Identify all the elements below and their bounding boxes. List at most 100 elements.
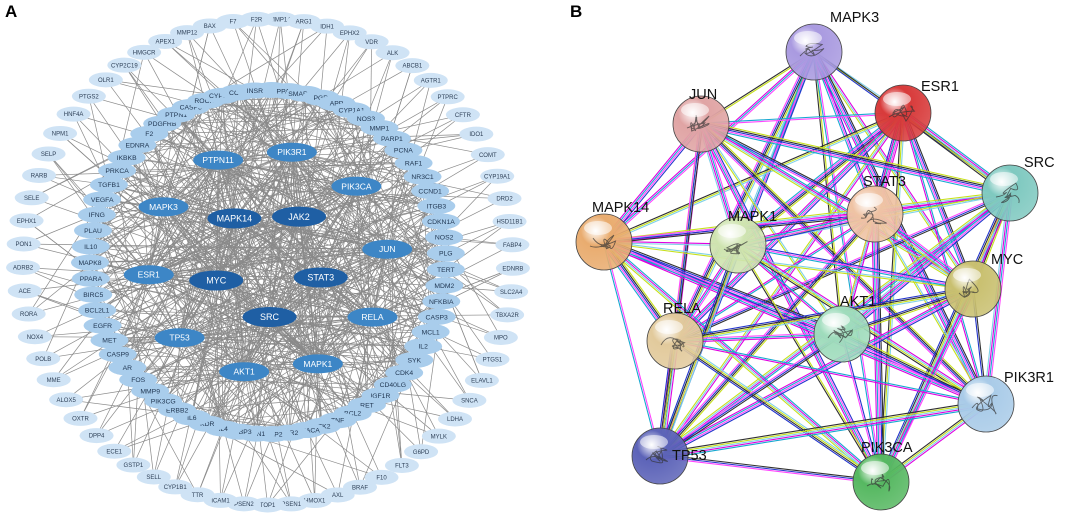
network-a-node-insr: INSR <box>236 82 274 98</box>
network-a-node-plau: PLAU <box>74 223 112 239</box>
svg-text:VDR: VDR <box>365 40 378 46</box>
network-b-node-jun: JUN <box>673 87 729 152</box>
network-a-node-ppara: PPARA <box>72 271 110 287</box>
network-a-node-pik3r1: PIK3R1 <box>267 143 317 162</box>
network-a-edge <box>244 434 273 504</box>
svg-text:FABP4: FABP4 <box>503 243 522 249</box>
svg-text:IL10: IL10 <box>84 244 97 251</box>
network-b-label-rela: RELA <box>663 301 701 317</box>
network-a-node-ece1: ECE1 <box>97 444 131 459</box>
svg-text:SELP: SELP <box>41 152 56 158</box>
svg-text:MDM2: MDM2 <box>434 283 454 290</box>
network-a-node-mylk: MYLK <box>422 429 456 444</box>
network-a-node-bcl2l1: BCL2L1 <box>78 302 116 318</box>
network-b-node-pik3ca: PIK3CA <box>853 440 913 510</box>
panel-b-label: B <box>570 2 582 22</box>
svg-text:COMT: COMT <box>479 153 497 159</box>
svg-text:CYP2C19: CYP2C19 <box>111 63 138 69</box>
svg-text:POLB: POLB <box>35 357 51 363</box>
network-a-node-birc5: BIRC5 <box>74 287 112 303</box>
svg-text:FLT3: FLT3 <box>395 464 409 470</box>
network-a-node-tbxa2r: TBXA2R <box>490 307 524 322</box>
svg-text:ITGB3: ITGB3 <box>426 203 446 210</box>
network-a-node-ptgs1: PTGS1 <box>475 352 509 367</box>
network-b-edge <box>701 114 903 125</box>
svg-text:MAPK8: MAPK8 <box>78 260 101 267</box>
network-a-node-il2: IL2 <box>404 338 442 354</box>
svg-text:PLAU: PLAU <box>84 228 102 235</box>
network-a-node-f2r: F2R <box>240 12 274 27</box>
svg-text:TP53: TP53 <box>169 333 190 343</box>
svg-text:FOS: FOS <box>131 377 145 384</box>
svg-text:MMP12: MMP12 <box>177 31 198 37</box>
network-b-label-src: SRC <box>1024 155 1055 171</box>
svg-text:TTR: TTR <box>192 493 204 499</box>
network-a-node-casp9: CASP9 <box>99 346 137 362</box>
svg-text:MME: MME <box>47 378 61 384</box>
network-a-node-ephx1: EPHX1 <box>10 213 44 228</box>
network-b-edge <box>661 407 987 459</box>
svg-text:PON1: PON1 <box>16 242 33 248</box>
svg-text:AXL: AXL <box>332 493 344 499</box>
network-a-node-rarb: RARB <box>22 168 56 183</box>
network-b-edge <box>701 112 903 123</box>
svg-text:RORA: RORA <box>20 312 37 318</box>
network-a-node-ptgs2: PTGS2 <box>72 89 106 104</box>
svg-text:CASP3: CASP3 <box>426 314 449 321</box>
svg-text:OLR1: OLR1 <box>98 78 114 84</box>
svg-text:AGTR1: AGTR1 <box>421 78 442 84</box>
network-a-node-flt3: FLT3 <box>385 458 419 473</box>
svg-text:PRKCA: PRKCA <box>105 168 129 175</box>
svg-text:PLG: PLG <box>439 251 453 258</box>
network-a-node-mapk14: MAPK14 <box>207 208 261 228</box>
svg-text:HMGCR: HMGCR <box>133 50 156 56</box>
network-b-edge <box>660 406 986 458</box>
svg-text:LDHA: LDHA <box>447 417 463 423</box>
svg-text:INSR: INSR <box>247 88 263 95</box>
svg-text:JAK2: JAK2 <box>288 212 310 222</box>
network-a-node-plg: PLG <box>427 245 465 261</box>
svg-text:MPO: MPO <box>494 336 508 342</box>
svg-text:EPHX1: EPHX1 <box>17 219 37 225</box>
svg-text:SRC: SRC <box>260 312 280 322</box>
network-b-label-mapk3: MAPK3 <box>830 10 879 26</box>
svg-text:CYP19A1: CYP19A1 <box>484 174 511 180</box>
svg-text:ICAM1: ICAM1 <box>211 498 230 504</box>
svg-text:ALOX5: ALOX5 <box>56 398 76 404</box>
svg-text:IKBKB: IKBKB <box>117 155 137 162</box>
svg-text:PTPRC: PTPRC <box>438 95 459 101</box>
network-a-node-stat3: STAT3 <box>294 268 348 288</box>
svg-text:STAT3: STAT3 <box>307 273 334 283</box>
svg-text:ALK: ALK <box>387 51 398 57</box>
svg-text:ADRB2: ADRB2 <box>13 266 34 272</box>
network-a-node-itgb3: ITGB3 <box>417 198 455 214</box>
network-a-node-sele: SELE <box>15 190 49 205</box>
network-b-edge <box>660 402 986 454</box>
network-a-node-ptprc: PTPRC <box>431 89 465 104</box>
svg-text:EGFR: EGFR <box>93 323 112 330</box>
panel-a-label: A <box>5 2 17 22</box>
network-a-node-alk: ALK <box>376 45 410 60</box>
svg-text:CDKN1A: CDKN1A <box>427 219 455 226</box>
svg-text:PCNA: PCNA <box>394 148 413 155</box>
svg-text:F7: F7 <box>229 20 237 26</box>
svg-text:MAPK14: MAPK14 <box>217 214 253 224</box>
network-a-node-esr1: ESR1 <box>124 265 174 284</box>
network-a-node-drd2: DRD2 <box>488 191 522 206</box>
svg-text:CCND1: CCND1 <box>418 188 442 195</box>
svg-text:ACE: ACE <box>19 289 31 295</box>
svg-text:BRAF: BRAF <box>352 485 368 491</box>
network-a-node-dpp4: DPP4 <box>80 428 114 443</box>
network-a-node-ccnd1: CCND1 <box>411 183 449 199</box>
network-a-node-met: MET <box>90 332 128 348</box>
network-a-node-sell: SELL <box>137 469 171 484</box>
network-a-node-elavl1: ELAVL1 <box>465 373 499 388</box>
network-a-node-snca: SNCA <box>452 393 486 408</box>
network-a-node-ednrb: EDNRB <box>496 261 530 276</box>
network-a-node-nr3c1: NR3C1 <box>404 169 442 185</box>
network-b-label-jun: JUN <box>689 87 717 103</box>
network-a-node-cftr: CFTR <box>446 107 480 122</box>
svg-text:NFKBIA: NFKBIA <box>429 299 454 306</box>
